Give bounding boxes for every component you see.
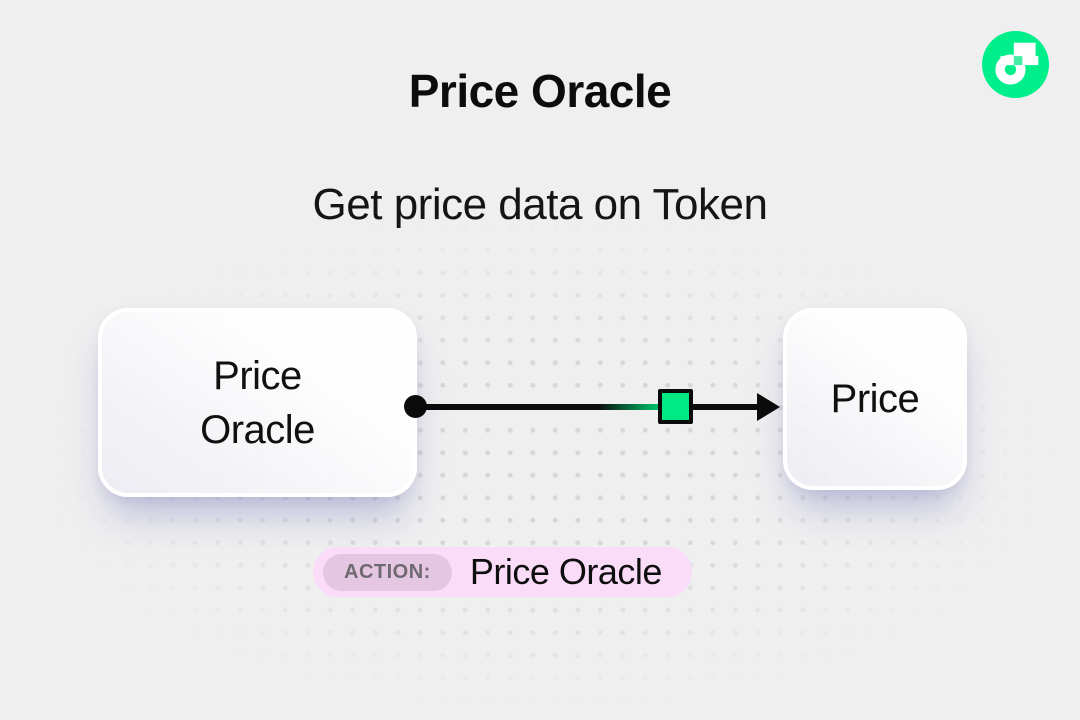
- action-badge-label: ACTION:: [323, 553, 452, 591]
- flow-logo-icon: [982, 31, 1049, 98]
- action-badge: ACTION: Price Oracle: [313, 547, 692, 597]
- action-badge-value: Price Oracle: [469, 551, 663, 592]
- connector-arrowhead-icon: [757, 393, 780, 421]
- connector-green-trail: [598, 404, 660, 410]
- connector-start-dot: [404, 395, 427, 418]
- node-price: Price: [783, 308, 967, 490]
- page-title: Price Oracle: [408, 65, 672, 117]
- node-price-oracle-label: Price Oracle: [200, 353, 315, 452]
- connector-marker-square: [658, 389, 693, 424]
- page-subtitle: Get price data on Token: [312, 180, 768, 229]
- connector-line: [415, 404, 758, 410]
- node-price-oracle: Price Oracle: [98, 308, 417, 497]
- node-price-label: Price: [830, 377, 920, 421]
